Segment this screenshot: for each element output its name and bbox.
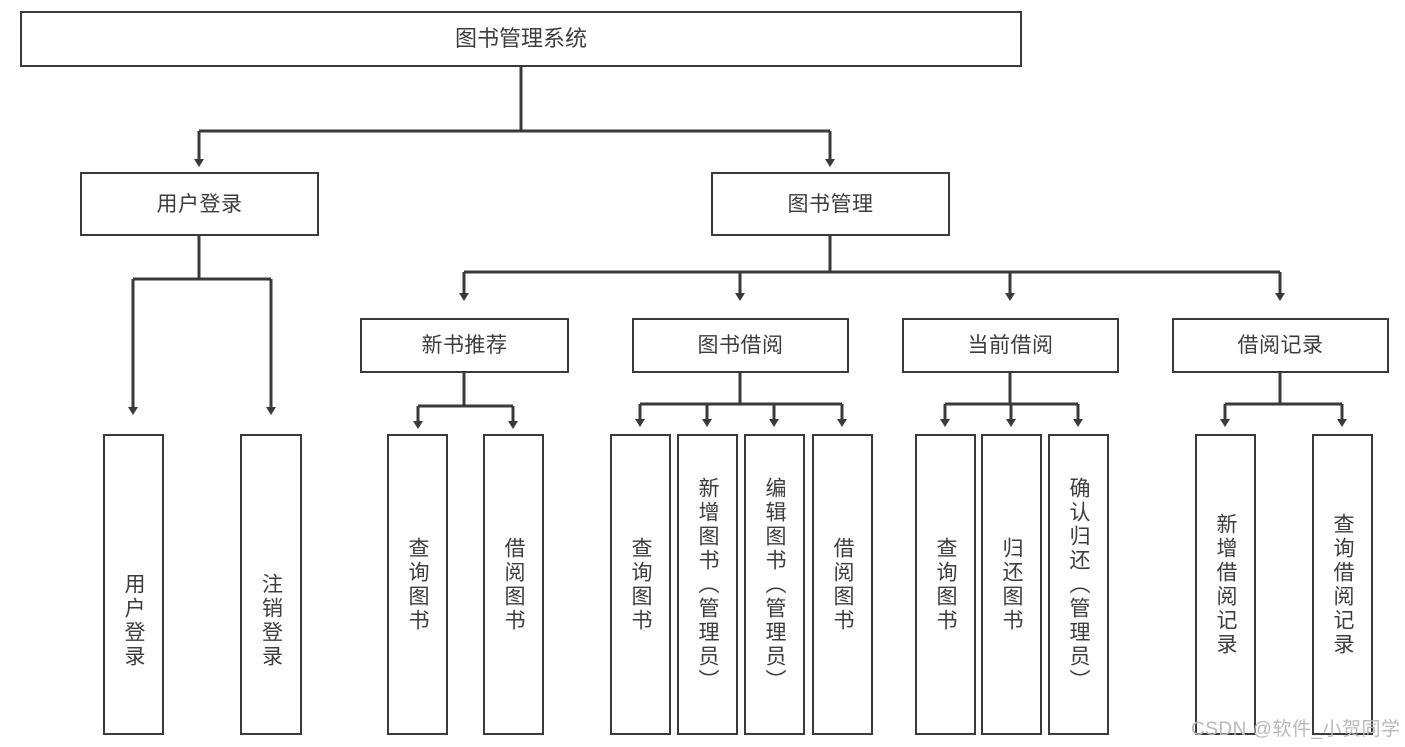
leaf-borrow-book[interactable]: 借阅图书 bbox=[812, 434, 873, 735]
leaf-user-login[interactable]: 用户登录 bbox=[103, 434, 164, 735]
node-new-book-recommend[interactable]: 新书推荐 bbox=[360, 318, 569, 373]
node-user-login[interactable]: 用户登录 bbox=[80, 172, 319, 236]
leaf-query-book-current[interactable]: 查询图书 bbox=[915, 434, 976, 735]
node-root-system[interactable]: 图书管理系统 bbox=[20, 11, 1022, 67]
node-borrow-record[interactable]: 借阅记录 bbox=[1172, 318, 1389, 373]
leaf-query-borrow-record[interactable]: 查询借阅记录 bbox=[1312, 434, 1373, 735]
leaf-query-book-recommend[interactable]: 查询图书 bbox=[387, 434, 448, 735]
node-book-borrow[interactable]: 图书借阅 bbox=[632, 318, 849, 373]
leaf-return-book[interactable]: 归还图书 bbox=[981, 434, 1042, 735]
leaf-logout-login[interactable]: 注销登录 bbox=[240, 434, 302, 735]
leaf-edit-book-admin[interactable]: 编辑图书（管理员） bbox=[744, 434, 805, 735]
leaf-add-borrow-record[interactable]: 新增借阅记录 bbox=[1195, 434, 1256, 735]
leaf-add-book-admin[interactable]: 新增图书（管理员） bbox=[677, 434, 738, 735]
leaf-query-book-borrow[interactable]: 查询图书 bbox=[610, 434, 671, 735]
watermark-text: CSDN @软件_小贺同学 bbox=[1191, 719, 1401, 740]
leaf-confirm-return-admin[interactable]: 确认归还（管理员） bbox=[1048, 434, 1109, 735]
node-book-management[interactable]: 图书管理 bbox=[711, 172, 950, 236]
node-current-borrow[interactable]: 当前借阅 bbox=[902, 318, 1119, 373]
leaf-borrow-book-recommend[interactable]: 借阅图书 bbox=[483, 434, 544, 735]
